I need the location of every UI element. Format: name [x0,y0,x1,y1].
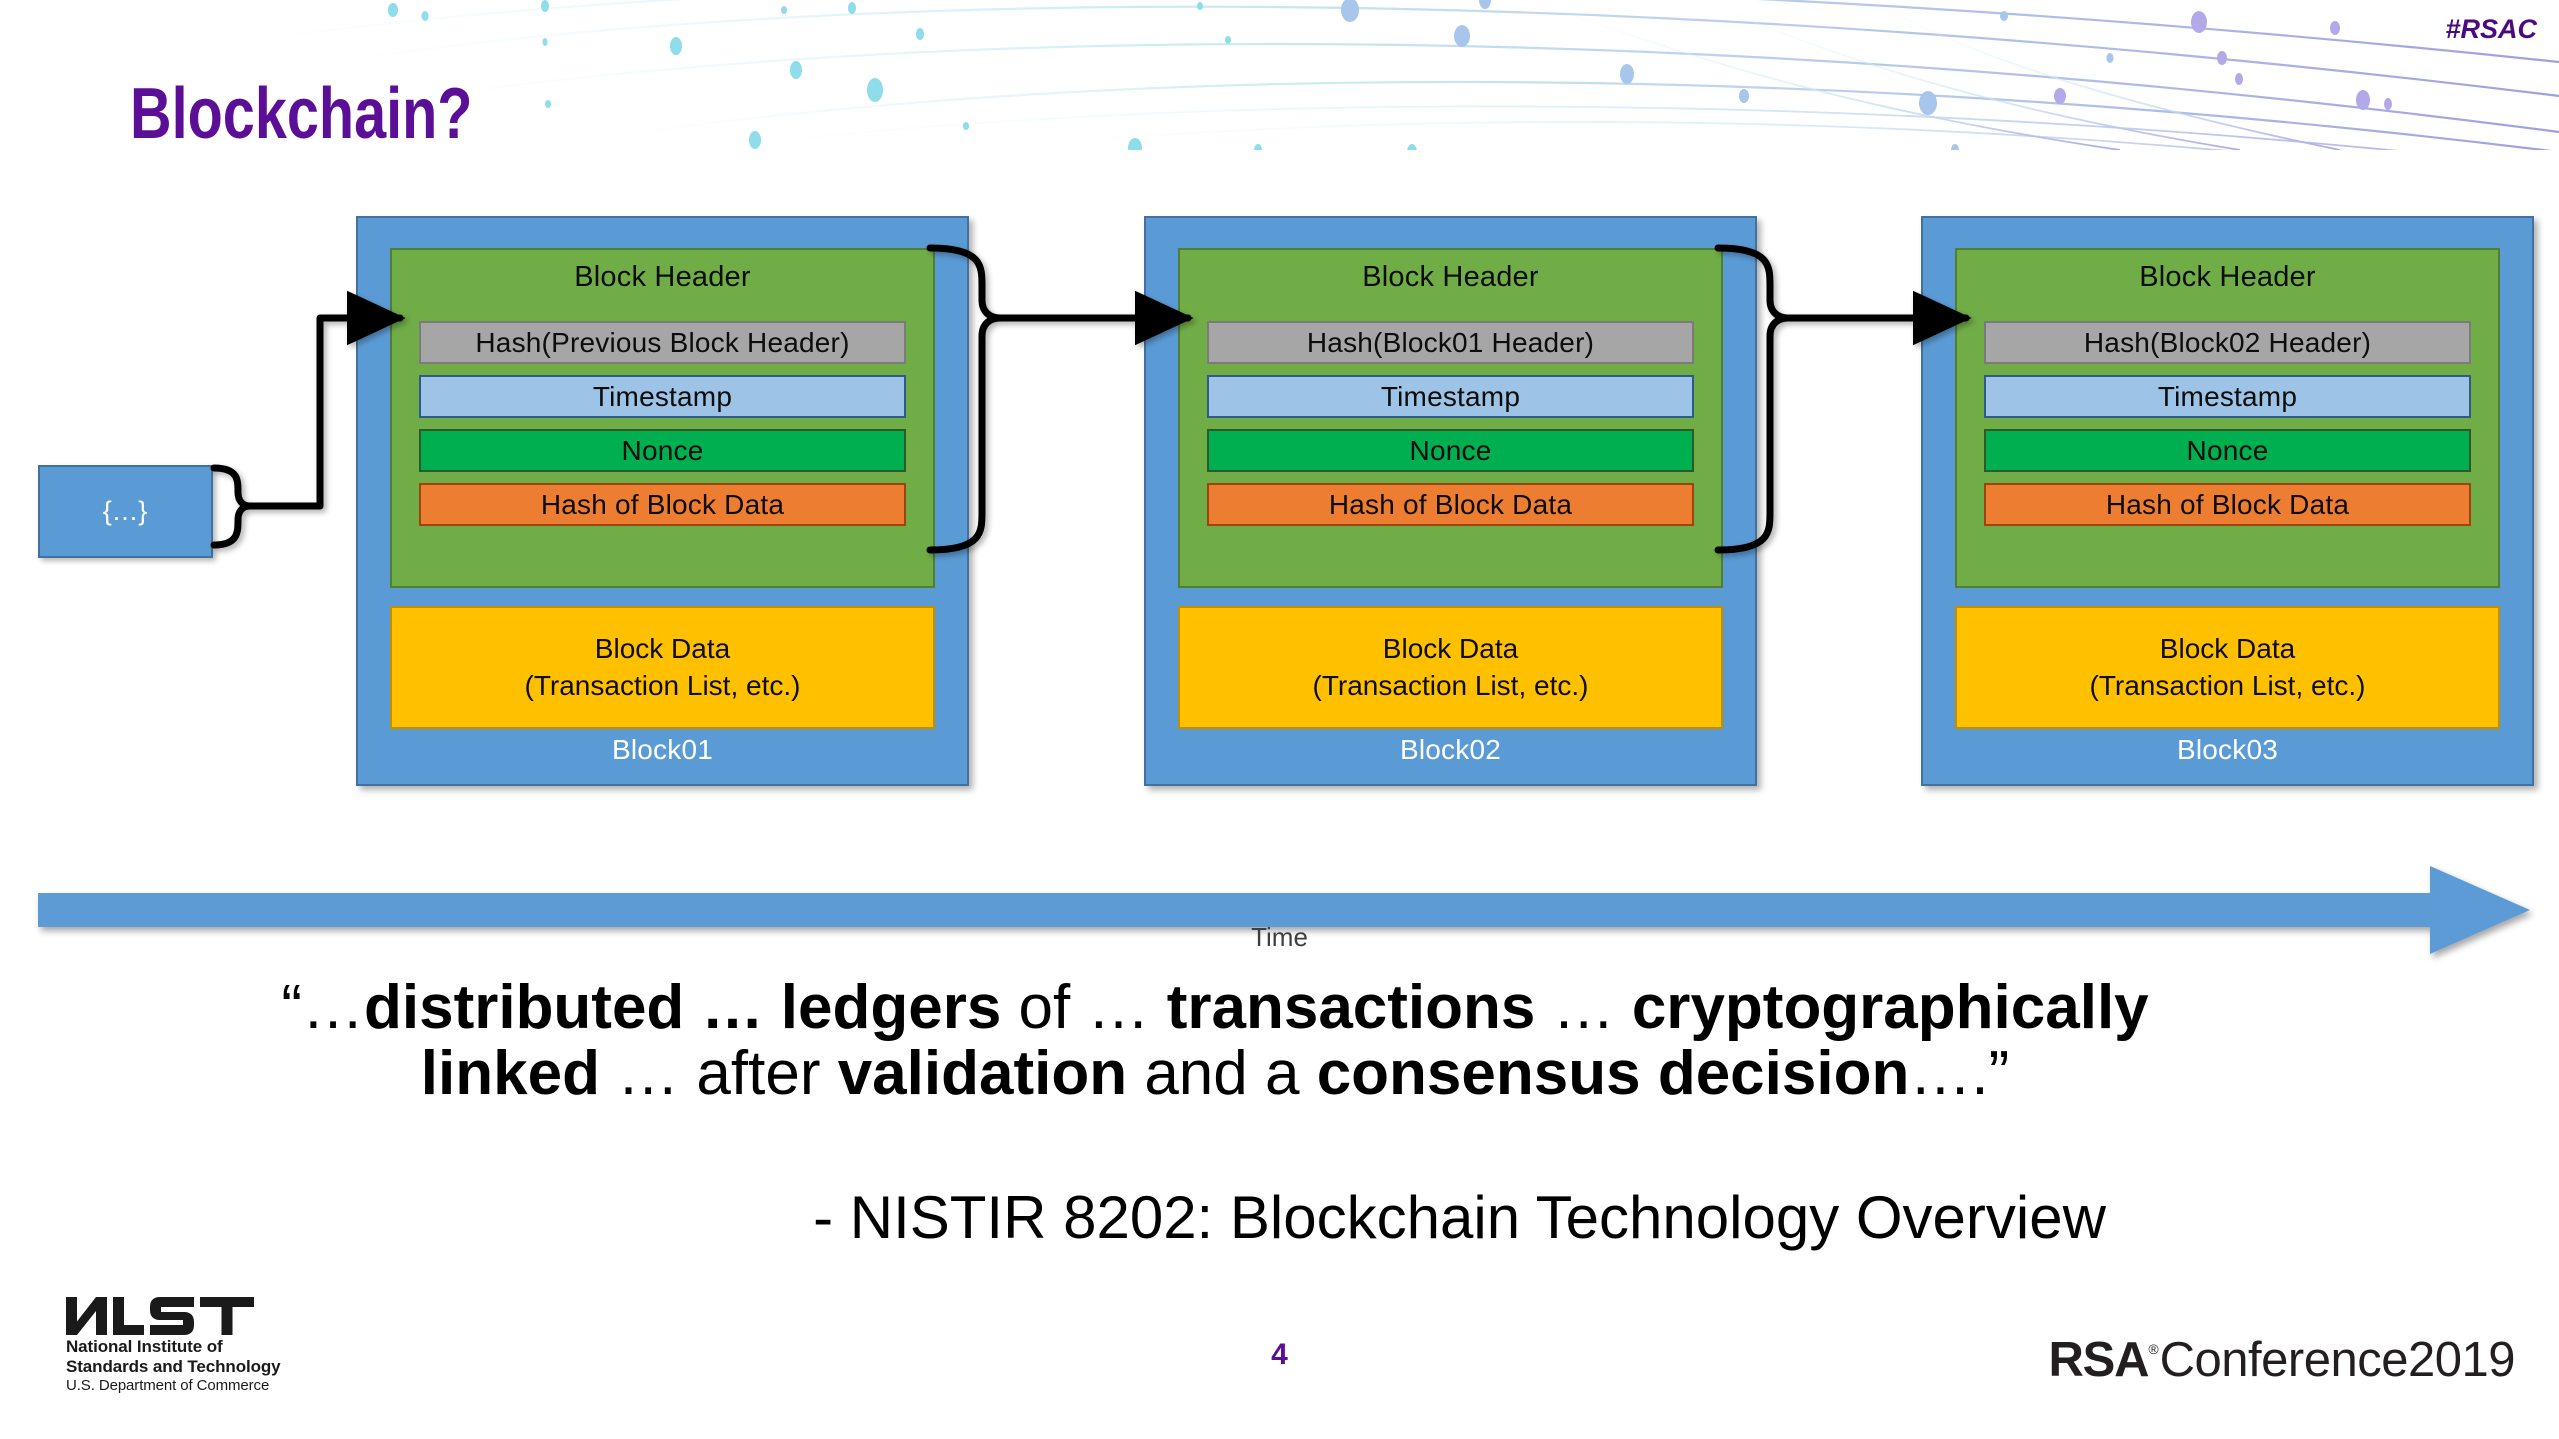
block-01-header-title: Block Header [574,261,751,293]
registered-trademark-icon: ® [2148,1341,2159,1357]
quote-segment-validation: validation [837,1038,1128,1108]
page-number: 4 [1271,1338,1288,1371]
block-01: Block Header Hash(Previous Block Header)… [356,216,969,786]
block-01-timestamp-field: Timestamp [419,375,906,418]
nistir-quote: “…distributed … ledgers of … transaction… [0,975,2430,1106]
time-axis-label: Time [1251,922,1308,952]
block-03-header-title: Block Header [2139,261,2316,293]
block-03-hash-previous-field: Hash(Block02 Header) [1984,321,2471,364]
previous-blocks-ellipsis-box: {...} [38,465,213,558]
block-01-block-data-line1: Block Data [594,633,731,665]
quote-segment-consensus-decision: consensus decision [1316,1038,1910,1108]
quote-open-quote: “… [281,973,364,1042]
block-01-header: Block Header Hash(Previous Block Header)… [390,248,935,588]
nist-line-2: Standards and Technology [66,1356,281,1376]
nist-logo: National Institute of Standards and Tech… [66,1295,366,1396]
block-03-block-data-line2: (Transaction List, etc.) [2089,669,2366,701]
block-03-header: Block Header Hash(Block02 Header) Timest… [1955,248,2500,588]
quote-attribution: - NISTIR 8202: Blockchain Technology Ove… [813,1184,2106,1251]
block-02-header: Block Header Hash(Block01 Header) Timest… [1178,248,1723,588]
block-03-nonce-field: Nonce [1984,429,2471,472]
block-02-hash-previous-field: Hash(Block01 Header) [1207,321,1694,364]
block-03-timestamp-field: Timestamp [1984,375,2471,418]
quote-close-quote: ….” [1909,1038,2010,1108]
block-03-hash-of-block-data-field: Hash of Block Data [1984,483,2471,526]
quote-line-1: “…distributed … ledgers of … transaction… [0,975,2430,1041]
block-02-block-data-line1: Block Data [1382,633,1519,665]
block-02-block-data-line2: (Transaction List, etc.) [1312,669,1589,701]
quote-segment-of: of … [1001,973,1167,1042]
block-02: Block Header Hash(Block01 Header) Timest… [1144,216,1757,786]
rsa-wordmark: RSA [2048,1333,2149,1387]
quote-segment-cryptographically-linked-part1: cryptographically [1631,973,2149,1042]
ellipsis-label: {...} [102,496,149,526]
rsac-hashtag: #RSAC [2445,14,2537,44]
time-axis: Time [0,860,2559,980]
block-01-hash-of-block-data-field: Hash of Block Data [419,483,906,526]
quote-segment-distributed-ledgers: distributed … ledgers [363,973,1002,1042]
time-arrow-icon [38,866,2530,954]
nist-line-3: U.S. Department of Commerce [66,1376,270,1394]
block-01-nonce-field: Nonce [419,429,906,472]
block-02-timestamp-field: Timestamp [1207,375,1694,418]
nist-line-1: National Institute of [66,1337,223,1356]
page-title: Blockchain? [130,74,473,154]
block-01-label: Block01 [611,734,713,765]
quote-segment-transactions: transactions [1166,973,1536,1042]
block-02-label: Block02 [1399,734,1501,765]
blockchain-diagram: {...} Block Header Hash(Previous Block H… [0,200,2559,820]
quote-segment-and-a: and a [1127,1038,1317,1108]
quote-segment-after: … after [599,1038,838,1108]
block-01-hash-previous-field: Hash(Previous Block Header) [419,321,906,364]
block-02-header-title: Block Header [1362,261,1539,293]
block-03-block-data: Block Data (Transaction List, etc.) [1955,606,2500,729]
quote-segment-cryptographically-linked-part2: linked [420,1038,600,1108]
quote-segment-ellipsis: … [1535,973,1632,1042]
block-02-nonce-field: Nonce [1207,429,1694,472]
quote-line-2: linked … after validation and a consensu… [0,1038,2430,1108]
nist-wordmark-icon [66,1297,254,1335]
rsa-conference-logo: RSA®Conference2019 [2048,1332,2515,1388]
conference-year-label: Conference2019 [2159,1333,2516,1387]
block-02-block-data: Block Data (Transaction List, etc.) [1178,606,1723,729]
block-02-hash-of-block-data-field: Hash of Block Data [1207,483,1694,526]
block-03-label: Block03 [2176,734,2278,765]
block-03: Block Header Hash(Block02 Header) Timest… [1921,216,2534,786]
block-01-block-data: Block Data (Transaction List, etc.) [390,606,935,729]
block-03-block-data-line1: Block Data [2159,633,2296,665]
block-01-block-data-line2: (Transaction List, etc.) [524,669,801,701]
